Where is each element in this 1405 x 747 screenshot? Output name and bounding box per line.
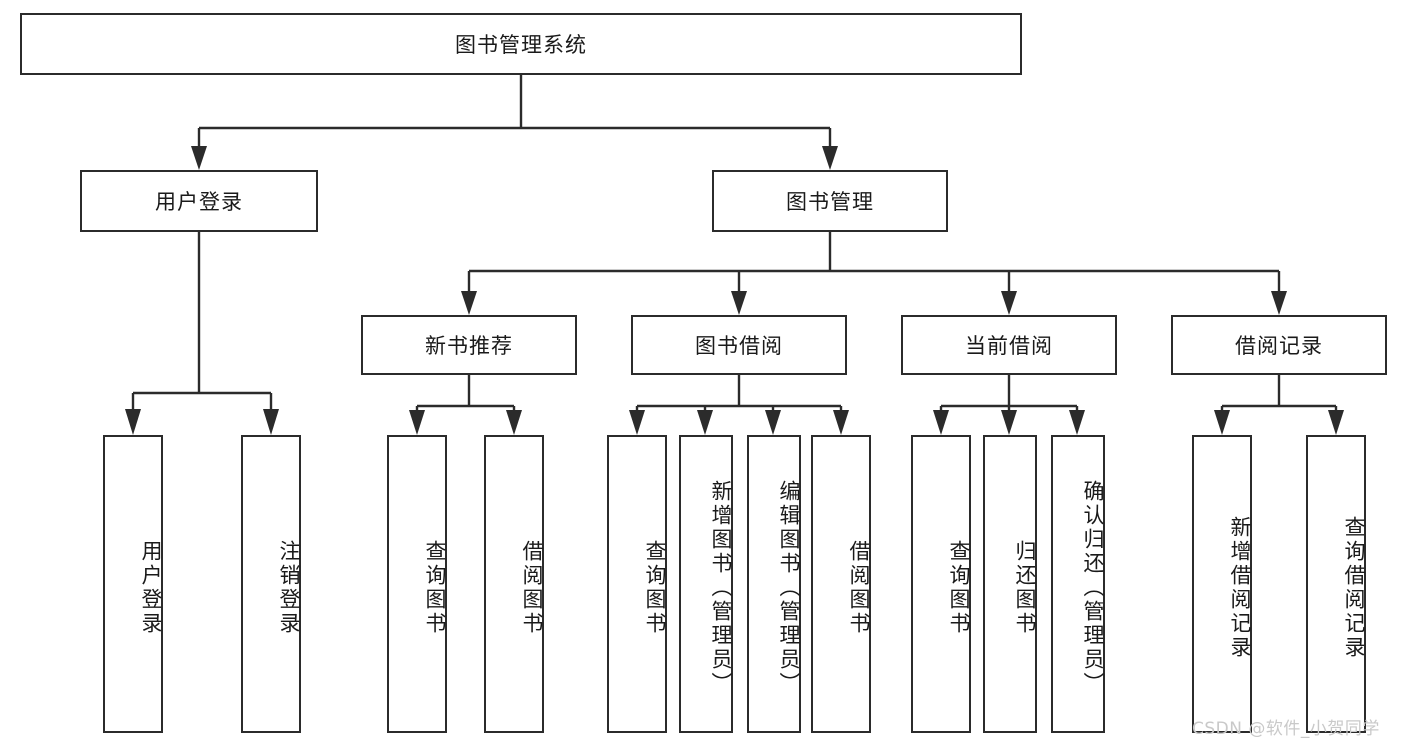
arrowhead-bookborrow-leaf-4	[833, 410, 849, 435]
node-label: 查询借阅记录	[1342, 516, 1366, 660]
node-root-book-management-system[interactable]: 图书管理系统	[20, 13, 1022, 75]
node-leaf-query-borrow-record[interactable]: 查询借阅记录	[1306, 435, 1366, 733]
arrowhead-borrowrecord-leaf-1	[1214, 410, 1230, 435]
node-label: 新增图书（管理员）	[709, 480, 733, 696]
node-label: 查询图书	[643, 540, 667, 636]
node-leaf-query-book-borrow[interactable]: 查询图书	[607, 435, 667, 733]
node-leaf-confirm-return-admin[interactable]: 确认归还（管理员）	[1051, 435, 1105, 733]
node-leaf-query-book-current[interactable]: 查询图书	[911, 435, 971, 733]
node-label: 借阅图书	[520, 540, 544, 636]
node-leaf-return-book[interactable]: 归还图书	[983, 435, 1037, 733]
node-book-management[interactable]: 图书管理	[712, 170, 948, 232]
arrowhead-logout-leaf	[263, 409, 279, 435]
node-leaf-user-login[interactable]: 用户登录	[103, 435, 163, 733]
node-leaf-borrow-book-recommend[interactable]: 借阅图书	[484, 435, 544, 733]
arrowhead-current-borrow	[1001, 291, 1017, 315]
arrowhead-newbook-leaf-2	[506, 410, 522, 435]
node-new-book-recommend[interactable]: 新书推荐	[361, 315, 577, 375]
arrowhead-borrow-record	[1271, 291, 1287, 315]
node-label: 图书借阅	[695, 334, 783, 358]
arrowhead-bookborrow-leaf-3	[765, 410, 781, 435]
node-label: 查询图书	[947, 540, 971, 636]
arrowhead-new-book	[461, 291, 477, 315]
node-label: 编辑图书（管理员）	[777, 480, 801, 696]
node-borrow-record[interactable]: 借阅记录	[1171, 315, 1387, 375]
node-label: 归还图书	[1013, 540, 1037, 636]
node-leaf-edit-book-admin[interactable]: 编辑图书（管理员）	[747, 435, 801, 733]
arrowhead-bookmgmt	[822, 146, 838, 170]
node-label: 注销登录	[277, 540, 301, 636]
node-book-borrow[interactable]: 图书借阅	[631, 315, 847, 375]
node-label: 图书管理	[786, 190, 874, 214]
node-label: 图书管理系统	[455, 33, 587, 57]
node-leaf-add-book-admin[interactable]: 新增图书（管理员）	[679, 435, 733, 733]
node-leaf-add-borrow-record[interactable]: 新增借阅记录	[1192, 435, 1252, 733]
node-label: 查询图书	[423, 540, 447, 636]
node-label: 新增借阅记录	[1228, 516, 1252, 660]
node-user-login[interactable]: 用户登录	[80, 170, 318, 232]
node-label: 借阅记录	[1235, 334, 1323, 358]
arrowhead-currentborrow-leaf-2	[1001, 410, 1017, 435]
arrowhead-newbook-leaf-1	[409, 410, 425, 435]
arrowhead-user-login-leaf	[125, 409, 141, 435]
node-label: 用户登录	[155, 190, 243, 214]
node-leaf-logout[interactable]: 注销登录	[241, 435, 301, 733]
arrowhead-borrowrecord-leaf-2	[1328, 410, 1344, 435]
arrowhead-bookborrow-leaf-1	[629, 410, 645, 435]
arrowhead-currentborrow-leaf-3	[1069, 410, 1085, 435]
arrowhead-currentborrow-leaf-1	[933, 410, 949, 435]
node-label: 新书推荐	[425, 334, 513, 358]
node-current-borrow[interactable]: 当前借阅	[901, 315, 1117, 375]
node-label: 当前借阅	[965, 334, 1053, 358]
node-label: 借阅图书	[847, 540, 871, 636]
arrowhead-userlogin	[191, 146, 207, 170]
arrowhead-bookborrow-leaf-2	[697, 410, 713, 435]
node-label: 确认归还（管理员）	[1081, 480, 1105, 696]
node-leaf-query-book-recommend[interactable]: 查询图书	[387, 435, 447, 733]
node-leaf-borrow-book[interactable]: 借阅图书	[811, 435, 871, 733]
node-label: 用户登录	[139, 540, 163, 636]
watermark-text: CSDN @软件_小贺同学	[1192, 719, 1380, 739]
arrowhead-book-borrow	[731, 291, 747, 315]
